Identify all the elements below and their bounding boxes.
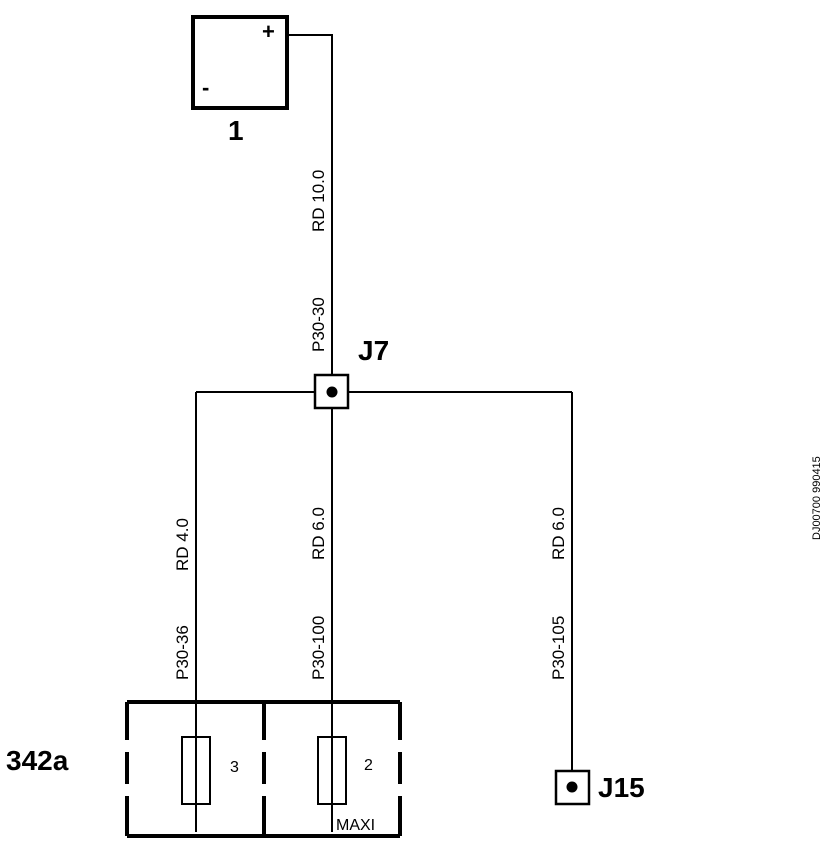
wire-right-spec: RD 6.0 bbox=[549, 507, 568, 560]
junction-j15-dot bbox=[566, 781, 578, 793]
junction-j15-label: J15 bbox=[598, 772, 645, 803]
fuse-3-number: 3 bbox=[230, 759, 239, 776]
battery-component: + - 1 bbox=[191, 15, 289, 146]
wire-main-spec: RD 10.0 bbox=[309, 170, 328, 232]
fuse-box-component: 3 2 MAXI 342a bbox=[6, 700, 402, 838]
wire-main-code: P30-30 bbox=[309, 297, 328, 352]
wire-left-code: P30-36 bbox=[173, 625, 192, 680]
wire-right-code: P30-105 bbox=[549, 616, 568, 680]
junction-j15: J15 bbox=[554, 769, 645, 806]
fuse-2-number: 2 bbox=[364, 757, 373, 774]
wire-left-spec: RD 4.0 bbox=[173, 518, 192, 571]
battery-id-label: 1 bbox=[228, 115, 244, 146]
junction-j7-dot bbox=[326, 386, 338, 398]
wire-main bbox=[287, 34, 333, 377]
battery-box bbox=[191, 15, 289, 110]
fuse-box-id-label: 342a bbox=[6, 745, 69, 776]
battery-plus-terminal: + bbox=[262, 19, 275, 44]
fuse-type-label: MAXI bbox=[336, 817, 375, 834]
wire-middle-code: P30-100 bbox=[309, 616, 328, 680]
diagram-reference-code: DJ00700 990415 bbox=[811, 456, 823, 540]
junction-j7-label: J7 bbox=[358, 335, 389, 366]
battery-minus-terminal: - bbox=[202, 75, 209, 100]
wire-middle-spec: RD 6.0 bbox=[309, 507, 328, 560]
